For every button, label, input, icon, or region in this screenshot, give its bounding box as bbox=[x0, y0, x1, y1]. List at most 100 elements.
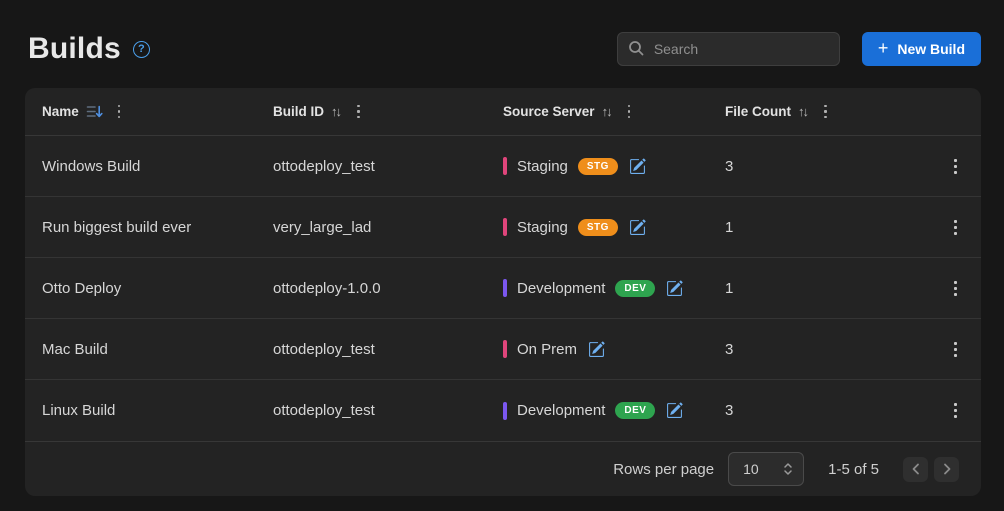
edit-icon[interactable] bbox=[588, 341, 605, 358]
file-count: 1 bbox=[725, 219, 733, 236]
row-actions-cell bbox=[921, 277, 981, 300]
sort-both-icon[interactable]: ↑↓ bbox=[331, 104, 342, 119]
table-row[interactable]: Otto Deploy ottodeploy-1.0.0 Development… bbox=[25, 258, 981, 319]
table-body: Windows Build ottodeploy_test Staging ST… bbox=[25, 136, 981, 441]
table-header-row: Name Build ID ↑↓ Source Server ↑↓ bbox=[25, 88, 981, 136]
column-header-build-id[interactable]: Build ID ↑↓ bbox=[273, 101, 503, 123]
server-color-bar bbox=[503, 279, 507, 297]
file-count-cell: 3 bbox=[725, 341, 921, 358]
table-row[interactable]: Linux Build ottodeploy_test Development … bbox=[25, 380, 981, 441]
column-label: Build ID bbox=[273, 104, 324, 119]
row-actions-menu-icon[interactable] bbox=[949, 338, 962, 361]
server-env-badge: STG bbox=[578, 158, 618, 175]
file-count: 3 bbox=[725, 402, 733, 419]
help-icon[interactable]: ? bbox=[133, 41, 150, 58]
chevron-right-icon bbox=[943, 463, 951, 475]
build-name-cell: Linux Build bbox=[42, 402, 273, 419]
file-count-cell: 3 bbox=[725, 158, 921, 175]
source-server-cell: Development DEV bbox=[503, 279, 725, 297]
server-name: On Prem bbox=[517, 341, 577, 358]
row-actions-cell bbox=[921, 216, 981, 239]
sort-both-icon[interactable]: ↑↓ bbox=[798, 104, 809, 119]
file-count-cell: 1 bbox=[725, 280, 921, 297]
file-count-cell: 3 bbox=[725, 402, 921, 419]
build-id-cell: ottodeploy-1.0.0 bbox=[273, 280, 503, 297]
server-color-bar bbox=[503, 218, 507, 236]
edit-icon[interactable] bbox=[629, 158, 646, 175]
sort-active-desc-icon[interactable] bbox=[86, 104, 103, 119]
server-name: Staging bbox=[517, 158, 568, 175]
build-id-cell: very_large_lad bbox=[273, 219, 503, 236]
build-name: Run biggest build ever bbox=[42, 219, 191, 236]
build-name: Linux Build bbox=[42, 402, 115, 419]
edit-icon[interactable] bbox=[666, 402, 683, 419]
rows-per-page-select[interactable]: 10 bbox=[728, 452, 804, 486]
column-header-source-server[interactable]: Source Server ↑↓ bbox=[503, 101, 725, 123]
column-menu-icon[interactable] bbox=[352, 101, 365, 123]
file-count: 1 bbox=[725, 280, 733, 297]
build-id-cell: ottodeploy_test bbox=[273, 158, 503, 175]
search-icon bbox=[628, 40, 644, 56]
server-name: Staging bbox=[517, 219, 568, 236]
edit-icon[interactable] bbox=[629, 219, 646, 236]
sort-both-icon[interactable]: ↑↓ bbox=[602, 104, 613, 119]
builds-table: Name Build ID ↑↓ Source Server ↑↓ bbox=[25, 88, 981, 496]
table-row[interactable]: Run biggest build ever very_large_lad St… bbox=[25, 197, 981, 258]
column-label: Name bbox=[42, 104, 79, 119]
next-page-button[interactable] bbox=[934, 457, 959, 482]
build-name: Otto Deploy bbox=[42, 280, 121, 297]
column-menu-icon[interactable] bbox=[623, 101, 636, 123]
column-menu-icon[interactable] bbox=[819, 101, 832, 123]
build-id: very_large_lad bbox=[273, 219, 371, 236]
rows-per-page-value: 10 bbox=[743, 461, 759, 477]
source-server-cell: Staging STG bbox=[503, 157, 725, 175]
edit-icon[interactable] bbox=[666, 280, 683, 297]
rows-per-page-label: Rows per page bbox=[613, 461, 714, 478]
new-build-button[interactable]: + New Build bbox=[862, 32, 981, 66]
source-server-cell: On Prem bbox=[503, 340, 725, 358]
column-menu-icon[interactable] bbox=[113, 101, 126, 123]
row-actions-cell bbox=[921, 155, 981, 178]
row-actions-menu-icon[interactable] bbox=[949, 399, 962, 422]
build-name-cell: Windows Build bbox=[42, 158, 273, 175]
column-label: Source Server bbox=[503, 104, 595, 119]
server-color-bar bbox=[503, 402, 507, 420]
page-range-label: 1-5 of 5 bbox=[828, 461, 879, 478]
row-actions-menu-icon[interactable] bbox=[949, 216, 962, 239]
server-env-badge: STG bbox=[578, 219, 618, 236]
new-build-label: New Build bbox=[897, 41, 965, 57]
server-name: Development bbox=[517, 280, 605, 297]
build-name: Windows Build bbox=[42, 158, 140, 175]
build-name-cell: Mac Build bbox=[42, 341, 273, 358]
server-color-bar bbox=[503, 157, 507, 175]
build-id: ottodeploy_test bbox=[273, 341, 375, 358]
column-label: File Count bbox=[725, 104, 791, 119]
server-env-badge: DEV bbox=[615, 402, 655, 419]
page-header: Builds ? + New Build bbox=[0, 0, 1004, 72]
build-name-cell: Otto Deploy bbox=[42, 280, 273, 297]
table-footer: Rows per page 10 1-5 of 5 bbox=[25, 441, 981, 496]
build-id-cell: ottodeploy_test bbox=[273, 402, 503, 419]
server-env-badge: DEV bbox=[615, 280, 655, 297]
column-header-name[interactable]: Name bbox=[42, 101, 273, 123]
row-actions-menu-icon[interactable] bbox=[949, 277, 962, 300]
build-id-cell: ottodeploy_test bbox=[273, 341, 503, 358]
file-count: 3 bbox=[725, 158, 733, 175]
build-id: ottodeploy_test bbox=[273, 402, 375, 419]
build-id: ottodeploy-1.0.0 bbox=[273, 280, 381, 297]
build-name-cell: Run biggest build ever bbox=[42, 219, 273, 236]
previous-page-button[interactable] bbox=[903, 457, 928, 482]
table-row[interactable]: Mac Build ottodeploy_test On Prem 3 bbox=[25, 319, 981, 380]
table-row[interactable]: Windows Build ottodeploy_test Staging ST… bbox=[25, 136, 981, 197]
chevron-left-icon bbox=[912, 463, 920, 475]
source-server-cell: Staging STG bbox=[503, 218, 725, 236]
source-server-cell: Development DEV bbox=[503, 402, 725, 420]
column-header-file-count[interactable]: File Count ↑↓ bbox=[725, 101, 921, 123]
search-input[interactable] bbox=[617, 32, 840, 66]
plus-icon: + bbox=[878, 39, 889, 57]
row-actions-cell bbox=[921, 399, 981, 422]
page-title: Builds bbox=[28, 32, 121, 66]
row-actions-menu-icon[interactable] bbox=[949, 155, 962, 178]
file-count: 3 bbox=[725, 341, 733, 358]
search-box bbox=[617, 32, 840, 66]
